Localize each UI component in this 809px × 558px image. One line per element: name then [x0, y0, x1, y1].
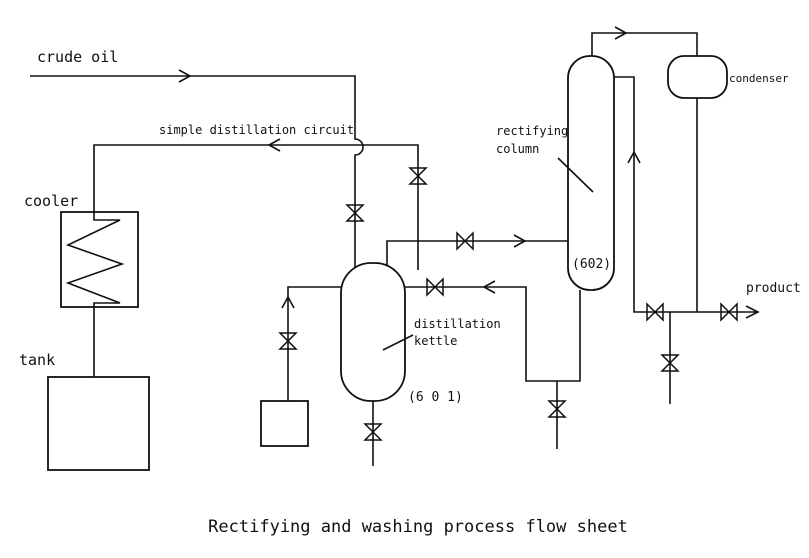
condenser-outlet-line — [696, 98, 758, 313]
rectifying-column-label-line1: rectifying — [496, 124, 568, 138]
crude-oil-arrow — [178, 69, 192, 83]
tank — [47, 376, 150, 471]
column-id-label: (602) — [572, 257, 611, 272]
cooler — [60, 211, 139, 308]
product-label: product — [746, 281, 801, 296]
aux-feed-line — [287, 286, 343, 401]
diagram-caption: Rectifying and washing process flow shee… — [208, 517, 628, 537]
valve-aux-feed[interactable] — [278, 332, 298, 350]
column-overhead-line — [591, 32, 698, 56]
kettle-label-line1: distillation — [414, 317, 501, 331]
kettle-label-line2: kettle — [414, 334, 457, 348]
reflux-line — [614, 76, 697, 313]
rectifying-column-label-line2: column — [496, 142, 539, 156]
valve-circuit-line[interactable] — [408, 167, 428, 185]
circuit-arrow — [267, 138, 281, 152]
valve-reflux-line[interactable] — [646, 302, 664, 322]
aux-feed-arrow — [281, 295, 295, 309]
condenser-label: condenser — [729, 72, 789, 85]
bottoms-arrow — [482, 280, 496, 294]
valve-product-drain[interactable] — [660, 354, 680, 372]
cooler-label: cooler — [24, 192, 78, 210]
valve-vapour-line[interactable] — [456, 231, 474, 251]
simple-circuit-label: simple distillation circuit — [159, 123, 354, 137]
reflux-arrow — [627, 150, 641, 164]
vapour-arrow — [513, 234, 527, 248]
rectifying-column-leader — [557, 157, 594, 193]
tank-label: tank — [19, 351, 55, 369]
crude-oil-line — [30, 75, 364, 270]
valve-kettle-drain[interactable] — [363, 423, 383, 441]
aux-vessel — [260, 400, 309, 447]
simple-distillation-circuit-line — [93, 144, 419, 270]
kettle-vapour-line — [386, 240, 570, 270]
valve-product-line[interactable] — [720, 302, 738, 322]
rectifying-column — [567, 55, 615, 291]
crude-oil-label: crude oil — [37, 48, 118, 66]
valve-column-drain[interactable] — [547, 400, 567, 418]
valve-crude-line[interactable] — [345, 204, 365, 222]
kettle-leader — [382, 334, 414, 351]
valve-bottoms-line[interactable] — [426, 277, 444, 297]
product-arrow — [745, 305, 760, 319]
cooler-coil — [65, 212, 125, 307]
kettle-id-label: (6 0 1) — [408, 390, 463, 405]
distillation-kettle — [340, 262, 406, 402]
condenser — [667, 55, 728, 99]
overhead-arrow — [614, 26, 628, 40]
